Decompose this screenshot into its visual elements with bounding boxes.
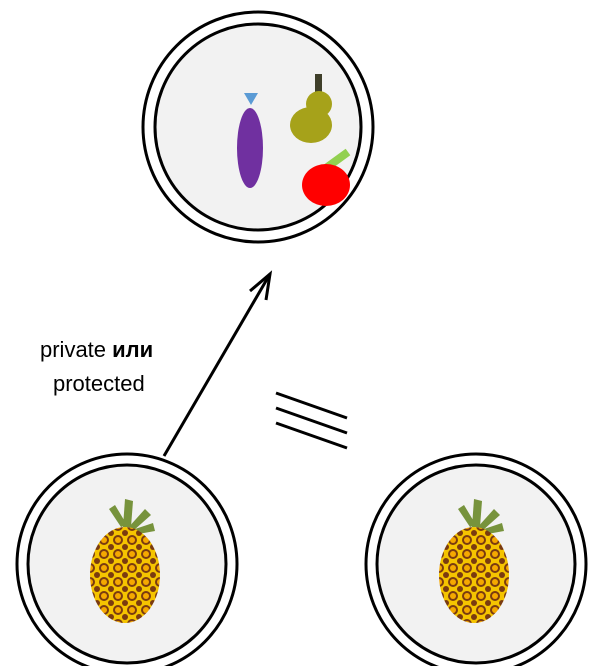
edge-label-line1: private или [40,337,153,362]
derived-left-node [17,454,237,666]
derived-right-node [366,454,586,666]
edge-label-line2: protected [53,371,145,396]
base-node [143,12,373,242]
inheritance-arrow [164,274,270,456]
equivalence-symbol [276,393,347,448]
